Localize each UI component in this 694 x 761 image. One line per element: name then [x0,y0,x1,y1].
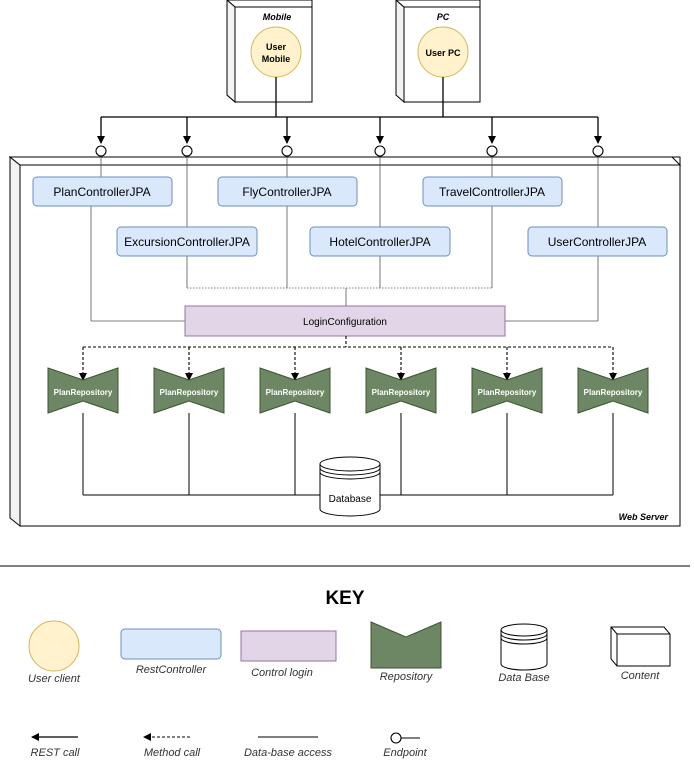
controller-excursion-label: ExcursionControllerJPA [124,235,250,249]
controller-user: UserControllerJPA [527,226,668,257]
endpoint-circles [95,145,604,157]
pc-box-label: PC [437,12,450,22]
repository-label: PlanRepository [266,388,325,397]
endpoint-travel [486,145,498,157]
repository-label: PlanRepository [478,388,537,397]
key-rest-call-label: REST call [31,747,80,759]
repository-5: PlanRepository [471,367,543,414]
user-mobile-label-2: Mobile [262,54,291,64]
key-title: KEY [325,588,364,609]
user-pc-label: User PC [425,48,461,58]
key-rest-call: REST call [31,733,80,759]
repository-label: PlanRepository [584,388,643,397]
web-server-label: Web Server [619,512,669,522]
database-label: Database [329,494,372,505]
controller-plan-label: PlanControllerJPA [53,185,150,199]
login-configuration-label: LoginConfiguration [303,317,387,328]
controller-hotel-label: HotelControllerJPA [329,235,430,249]
endpoint-user [592,145,604,157]
key-db-access: Data-base access [244,736,333,759]
key-repository: Repository [370,621,442,683]
key-method-call: Method call [143,733,201,759]
login-configuration: LoginConfiguration [184,305,506,337]
key-user-client-label: User client [28,673,81,685]
endpoint-fly [281,145,293,157]
key-method-call-label: Method call [144,747,201,759]
controller-user-label: UserControllerJPA [548,235,646,249]
controller-travel-label: TravelControllerJPA [439,185,545,199]
endpoint-plan [95,145,107,157]
key-repository-label: Repository [380,671,434,683]
key-content: Content [610,626,671,682]
controller-excursion: ExcursionControllerJPA [116,226,258,257]
key-user-client: User client [28,620,81,685]
user-mobile-circle: User Mobile [250,26,302,78]
mobile-box-label: Mobile [263,12,292,22]
controller-hotel: HotelControllerJPA [309,226,451,257]
repositories: PlanRepository PlanRepository PlanReposito… [47,367,649,414]
key-control-login-label: Control login [251,667,313,679]
repository-6: PlanRepository [577,367,649,414]
method-call-bus [79,336,617,381]
repository-2: PlanRepository [153,367,225,414]
controller-travel: TravelControllerJPA [422,176,563,207]
controller-fly-label: FlyControllerJPA [242,185,331,199]
key-rest-controller-label: RestController [136,664,208,676]
controller-fly: FlyControllerJPA [217,176,358,207]
controller-plan: PlanControllerJPA [32,176,173,207]
database: Database [319,456,381,517]
key-db-access-label: Data-base access [244,747,333,759]
key-database: Data Base [498,623,550,684]
repository-label: PlanRepository [54,388,113,397]
endpoint-excursion [181,145,193,157]
user-pc-circle: User PC [417,26,469,78]
key-endpoint: Endpoint [383,732,428,759]
key-control-login: Control login [240,630,337,679]
repository-label: PlanRepository [160,388,219,397]
key-endpoint-label: Endpoint [383,747,427,759]
user-mobile-label-1: User [266,42,287,52]
repository-3: PlanRepository [259,367,331,414]
rest-call-bus [97,77,602,144]
repository-label: PlanRepository [372,388,431,397]
key-rest-controller: RestController [120,628,222,676]
endpoint-hotel [374,145,386,157]
key-content-label: Content [621,670,660,682]
key-database-label: Data Base [498,672,549,684]
repository-4: PlanRepository [365,367,437,414]
repository-1: PlanRepository [47,367,119,414]
